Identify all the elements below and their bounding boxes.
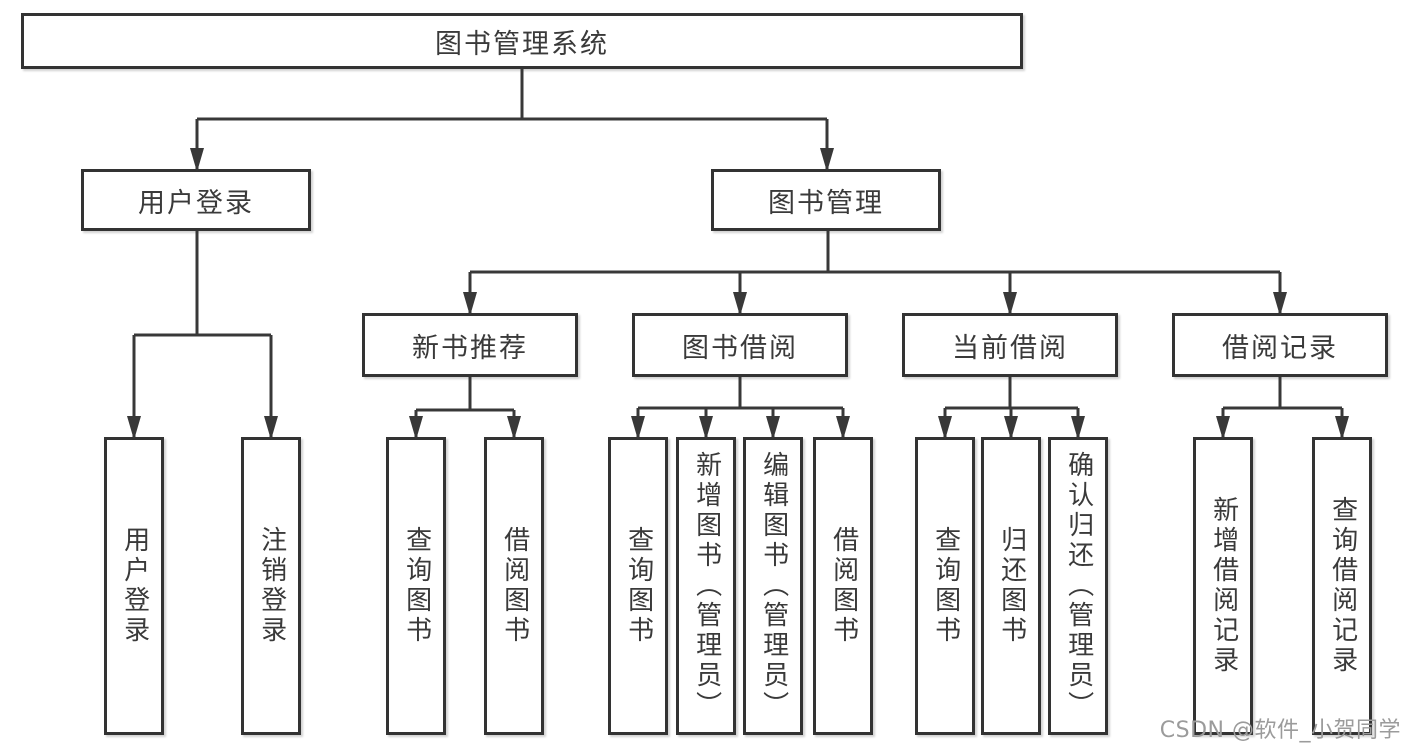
node-label: 借阅图书 bbox=[828, 526, 859, 646]
node-label: 确认归还（管理员） bbox=[1063, 451, 1094, 721]
node-book-management: 图书管理 bbox=[711, 169, 941, 231]
node-borrow-books-recommend: 借阅图书 bbox=[484, 437, 544, 735]
node-label: 归还图书 bbox=[996, 526, 1027, 646]
node-add-books-admin: 新增图书（管理员） bbox=[676, 437, 736, 735]
node-label: 图书管理系统 bbox=[435, 28, 609, 60]
node-add-borrow-record: 新增借阅记录 bbox=[1193, 437, 1253, 735]
node-label: 借阅图书 bbox=[499, 526, 530, 646]
node-label: 借阅记录 bbox=[1222, 332, 1338, 364]
node-label: 图书借阅 bbox=[682, 332, 798, 364]
node-label: 新增借阅记录 bbox=[1208, 496, 1239, 676]
node-user-login-leaf: 用户登录 bbox=[104, 437, 164, 735]
node-confirm-return-admin: 确认归还（管理员） bbox=[1048, 437, 1108, 735]
node-return-books: 归还图书 bbox=[981, 437, 1041, 735]
node-query-books-current: 查询图书 bbox=[915, 437, 975, 735]
node-label: 当前借阅 bbox=[952, 332, 1068, 364]
node-new-book-recommendation: 新书推荐 bbox=[362, 313, 578, 377]
node-book-borrowing: 图书借阅 bbox=[632, 313, 848, 377]
node-logout: 注销登录 bbox=[241, 437, 301, 735]
node-borrow-books-borrowing: 借阅图书 bbox=[813, 437, 873, 735]
node-query-books-recommend: 查询图书 bbox=[386, 437, 446, 735]
node-current-borrowing: 当前借阅 bbox=[902, 313, 1118, 377]
node-borrowing-records: 借阅记录 bbox=[1172, 313, 1388, 377]
node-edit-books-admin: 编辑图书（管理员） bbox=[743, 437, 803, 735]
node-query-borrow-record: 查询借阅记录 bbox=[1312, 437, 1372, 735]
node-label: 查询图书 bbox=[401, 526, 432, 646]
connector-paths bbox=[132, 69, 1344, 437]
node-label: 编辑图书（管理员） bbox=[758, 451, 789, 721]
node-user-login: 用户登录 bbox=[81, 169, 311, 231]
node-label: 查询图书 bbox=[623, 526, 654, 646]
node-label: 查询借阅记录 bbox=[1327, 496, 1358, 676]
csdn-watermark: CSDN @软件_小贺同学 bbox=[1159, 718, 1401, 743]
node-label: 查询图书 bbox=[930, 526, 961, 646]
node-label: 用户登录 bbox=[138, 187, 254, 219]
node-query-books-borrowing: 查询图书 bbox=[608, 437, 668, 735]
node-label: 图书管理 bbox=[768, 187, 884, 219]
node-label: 新书推荐 bbox=[412, 332, 528, 364]
node-library-management-system: 图书管理系统 bbox=[21, 13, 1023, 69]
node-label: 注销登录 bbox=[256, 526, 287, 646]
node-label: 用户登录 bbox=[119, 526, 150, 646]
node-label: 新增图书（管理员） bbox=[691, 451, 722, 721]
